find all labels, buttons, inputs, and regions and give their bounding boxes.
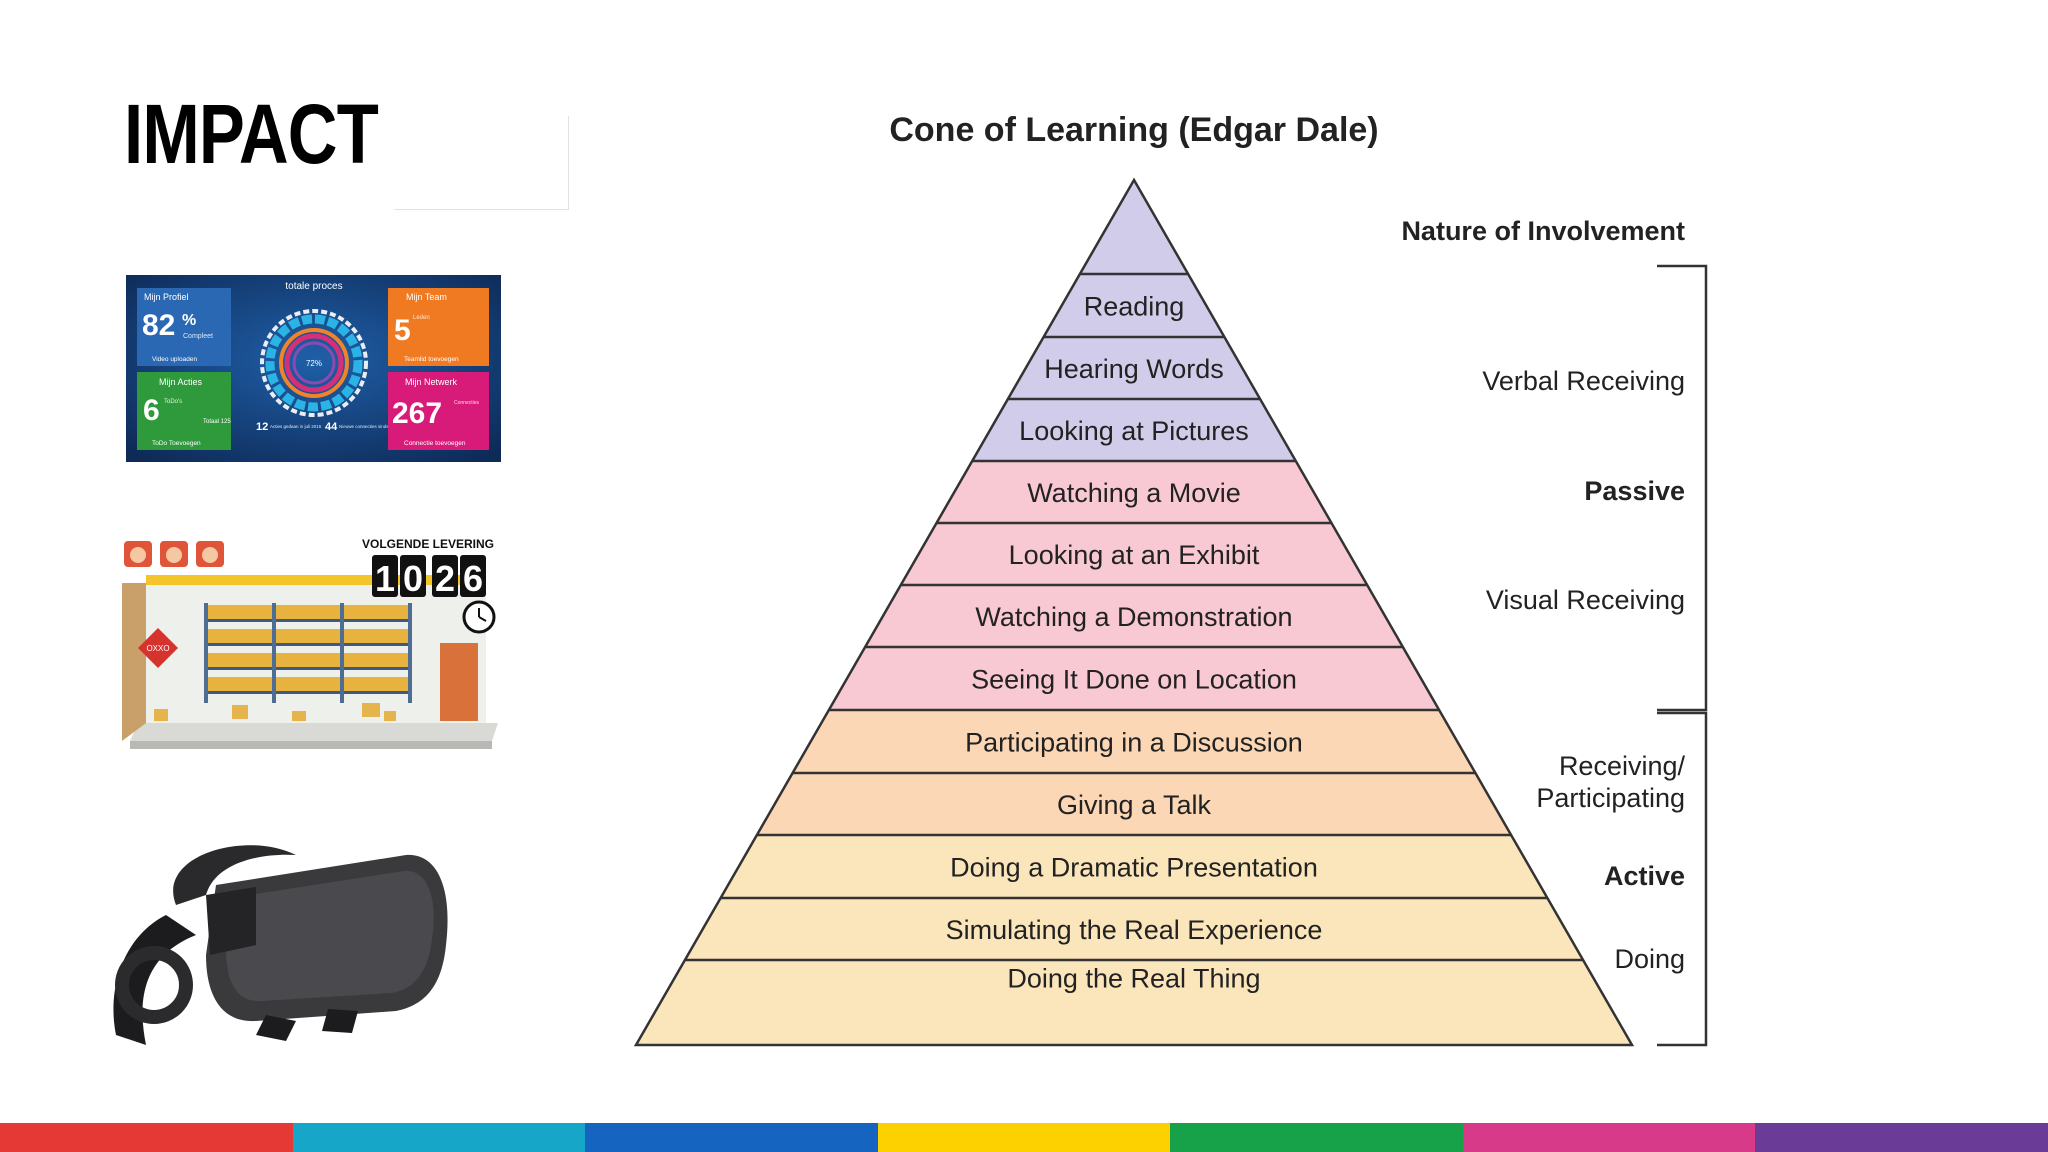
dash-acties-value: 6 bbox=[143, 394, 160, 427]
cone-level-label: Doing a Dramatic Presentation bbox=[950, 853, 1318, 883]
cone-level-band bbox=[828, 647, 1440, 710]
cone-level-band bbox=[756, 773, 1512, 835]
dash-team-action[interactable]: Teamlid toevoegen bbox=[404, 356, 459, 363]
dash-profile-sub: Compleet bbox=[183, 333, 213, 340]
passive-bracket bbox=[1657, 264, 1708, 712]
involvement-doing: Doing bbox=[1614, 944, 1685, 974]
cone-level-label: Watching a Movie bbox=[1027, 478, 1241, 508]
cone-level-band bbox=[1007, 337, 1261, 399]
dash-team-sub: Leden bbox=[413, 315, 430, 321]
dash-netwerk-action[interactable]: Connectie toevoegen bbox=[404, 440, 466, 447]
dashboard-screenshot-image: Mijn Profiel 82 % Compleet Video uploade… bbox=[126, 275, 501, 462]
dash-stat2-text: Nieuwe connecties sinds 2015 bbox=[339, 424, 400, 429]
cone-level-band bbox=[636, 960, 1632, 1045]
involvement-visual-receiving: Visual Receiving bbox=[1486, 585, 1685, 615]
vr-headset-image bbox=[113, 845, 448, 1045]
cone-level-label: Seeing It Done on Location bbox=[971, 665, 1297, 695]
dash-profile-label: Mijn Profiel bbox=[144, 292, 189, 302]
dash-stat1-text: Acties gedaan in juli 2015 bbox=[270, 424, 322, 429]
dash-center-value: 72% bbox=[306, 359, 322, 368]
footer-stripe-yellow bbox=[877, 1123, 1171, 1152]
counter-digit: 2 bbox=[435, 558, 455, 599]
footer-stripe-red bbox=[0, 1123, 293, 1152]
cone-level-band bbox=[972, 399, 1296, 461]
dash-profile-action[interactable]: Video uploaden bbox=[152, 356, 197, 363]
cone-level-label: Simulating the Real Experience bbox=[946, 915, 1323, 945]
involvement-receiving-line2: Participating bbox=[1536, 783, 1685, 813]
involvement-passive: Passive bbox=[1584, 476, 1685, 506]
dash-acties-total: Totaal 125 bbox=[203, 419, 231, 425]
delivery-banner: VOLGENDE LEVERING bbox=[362, 537, 494, 551]
cone-level-band bbox=[684, 898, 1584, 960]
footer-stripe-cyan bbox=[292, 1123, 586, 1152]
footer-stripe-green bbox=[1170, 1123, 1463, 1152]
footer-stripe-purple bbox=[1755, 1123, 2048, 1152]
dash-netwerk-sub: Connecties bbox=[454, 400, 480, 406]
involvement-active: Active bbox=[1604, 861, 1685, 891]
dash-acties-action[interactable]: ToDo Toevoegen bbox=[152, 440, 201, 447]
warehouse-illustration-image: OXXO VOLGENDE LEVERING 1 0 2 6 bbox=[122, 537, 498, 749]
dash-team-value: 5 bbox=[394, 314, 411, 347]
cone-level-band bbox=[720, 835, 1548, 898]
cone-outline bbox=[633, 177, 1635, 1047]
cone-level-label: Doing the Real Thing bbox=[1007, 964, 1260, 994]
dash-netwerk-label: Mijn Netwerk bbox=[405, 377, 458, 387]
footer-stripe-blue bbox=[585, 1123, 878, 1152]
dash-stat2-value: 44 bbox=[325, 421, 338, 433]
cone-level-label: Watching a Demonstration bbox=[975, 602, 1292, 632]
active-bracket bbox=[1657, 711, 1708, 1047]
dash-acties-sub: ToDo's bbox=[164, 399, 182, 405]
cone-level-label: Looking at an Exhibit bbox=[1009, 540, 1260, 570]
cone-level-band bbox=[1043, 274, 1225, 337]
cone-title: Cone of Learning (Edgar Dale) bbox=[889, 111, 1378, 149]
color-stripe-footer bbox=[0, 1123, 2048, 1152]
dash-netwerk-value: 267 bbox=[392, 397, 442, 430]
dash-center-title: totale proces bbox=[285, 281, 342, 292]
slide-title: IMPACT bbox=[124, 87, 379, 181]
cone-level-band bbox=[865, 585, 1403, 647]
cone-apex-band bbox=[1079, 180, 1189, 274]
cone-level-label: Giving a Talk bbox=[1057, 790, 1212, 820]
cone-level-band bbox=[900, 523, 1368, 585]
cone-level-label: Reading bbox=[1084, 292, 1185, 322]
title-frame-decoration bbox=[394, 116, 569, 210]
involvement-receiving-line1: Receiving/ bbox=[1559, 751, 1686, 781]
counter-digit: 6 bbox=[463, 558, 483, 599]
cone-level-label: Looking at Pictures bbox=[1019, 416, 1249, 446]
cone-of-learning-diagram: Cone of Learning (Edgar Dale) Nature of … bbox=[633, 111, 1708, 1047]
dash-team-label: Mijn Team bbox=[406, 292, 447, 302]
dash-profile-unit: % bbox=[182, 312, 196, 329]
involvement-verbal-receiving: Verbal Receiving bbox=[1482, 366, 1685, 396]
involvement-header: Nature of Involvement bbox=[1401, 216, 1685, 246]
cone-level-label: Participating in a Discussion bbox=[965, 728, 1303, 758]
store-logo-icon bbox=[138, 628, 178, 668]
cone-level-band bbox=[792, 710, 1476, 773]
dash-acties-label: Mijn Acties bbox=[159, 377, 203, 387]
counter-digit: 1 bbox=[375, 558, 395, 599]
counter-digit: 0 bbox=[403, 558, 423, 599]
store-logo-text: OXXO bbox=[146, 644, 169, 653]
footer-stripe-magenta bbox=[1462, 1123, 1756, 1152]
dash-profile-value: 82 bbox=[142, 309, 175, 342]
cone-level-label: Hearing Words bbox=[1044, 354, 1224, 384]
dash-stat1-value: 12 bbox=[256, 421, 268, 433]
cone-level-band bbox=[936, 461, 1332, 523]
